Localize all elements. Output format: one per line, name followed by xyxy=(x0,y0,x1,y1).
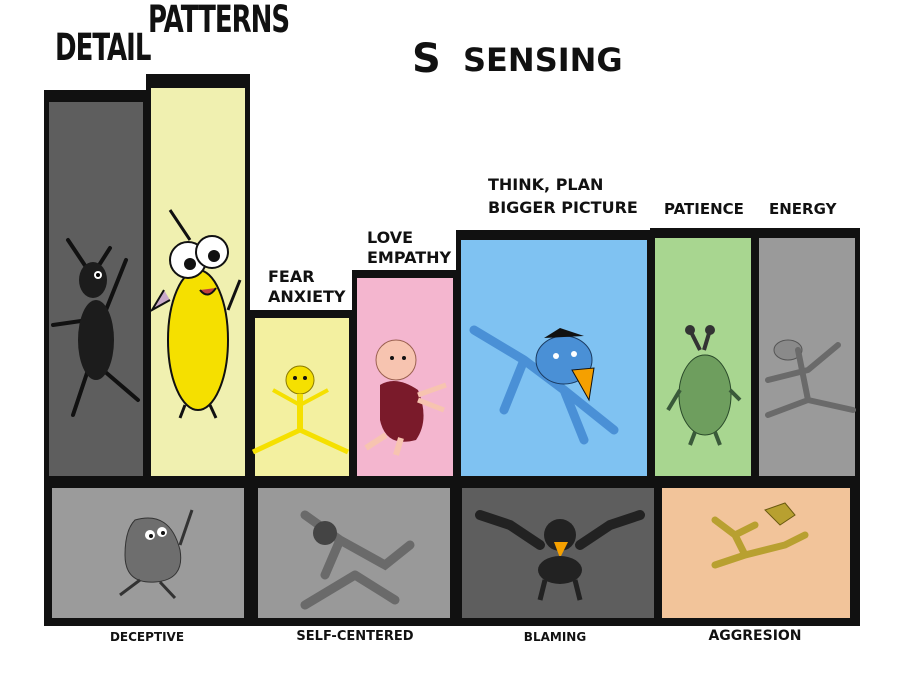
label-anxiety: ANXIETY xyxy=(268,287,346,306)
label-patience: PATIENCE xyxy=(664,200,744,218)
self-centered-creature-illustration xyxy=(300,510,415,610)
panel-self-centered xyxy=(258,488,450,618)
love-creature-illustration xyxy=(364,339,447,456)
panel-energy xyxy=(759,238,855,476)
label-bigger-picture: BIGGER PICTURE xyxy=(488,198,638,217)
label-think-plan: THINK, PLAN xyxy=(488,175,604,194)
title-letter: S xyxy=(412,36,441,82)
label-self-centered: SELF-CENTERED xyxy=(296,629,414,644)
deceptive-creature-illustration xyxy=(119,509,194,600)
aggresion-creature-illustration xyxy=(711,502,809,569)
label-aggresion: AGGRESION xyxy=(708,628,802,644)
energy-creature-illustration xyxy=(765,339,856,418)
blaming-creature-illustration xyxy=(475,510,645,601)
label-deceptive: DECEPTIVE xyxy=(109,630,185,644)
detail-creature-illustration xyxy=(51,238,140,417)
think-creature-illustration xyxy=(469,325,619,445)
column-patterns xyxy=(146,74,250,482)
fear-creature-illustration xyxy=(251,365,350,455)
column-think xyxy=(456,230,652,482)
label-empathy: EMPATHY xyxy=(367,248,452,267)
label-fear: FEAR xyxy=(268,267,315,286)
panel-blaming xyxy=(462,488,654,618)
column-energy xyxy=(754,228,860,482)
label-love: LOVE xyxy=(367,228,414,247)
patience-creature-illustration xyxy=(666,325,742,446)
label-patterns: PATTERNS xyxy=(148,0,290,43)
label-detail: DETAIL xyxy=(55,26,151,71)
label-blaming: BLAMING xyxy=(523,630,587,644)
title-word: SENSING xyxy=(463,41,623,79)
column-patience xyxy=(650,228,756,482)
patterns-creature-illustration xyxy=(149,209,242,419)
label-energy: ENERGY xyxy=(769,200,837,218)
